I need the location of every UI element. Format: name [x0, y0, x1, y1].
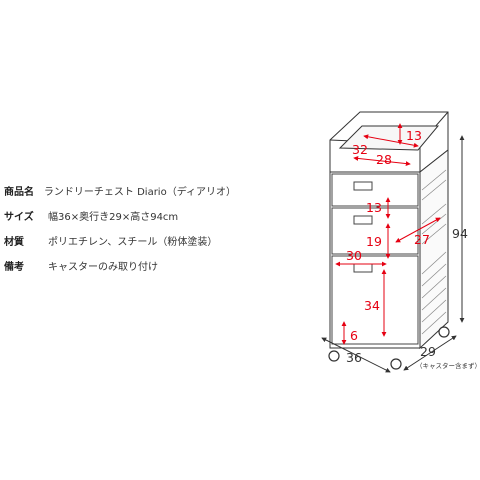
- spec-label: 備考: [4, 262, 24, 273]
- drawer1-height-label: 13: [366, 200, 382, 215]
- drawer-depth-label: 27: [414, 232, 430, 247]
- spec-row-notes: 備考 キャスターのみ取り付け: [4, 253, 236, 278]
- spec-row-product-name: 商品名 ランドリーチェスト Diario（ディアリオ）: [4, 178, 236, 203]
- spec-value: ランドリーチェスト Diario（ディアリオ）: [43, 187, 236, 198]
- spec-label: 材質: [4, 237, 24, 248]
- spec-value: キャスターのみ取り付け: [48, 262, 158, 273]
- caster-clearance-label: 6: [350, 328, 358, 343]
- chest-drawing: 32 28 13 13 19 27 30 34 6 94 36 29 （キャスタ…: [321, 111, 480, 373]
- drawer2-height-label: 19: [366, 234, 382, 249]
- tray-height-label: 13: [406, 128, 422, 143]
- total-depth-label: 29: [420, 344, 436, 359]
- depth-note-label: （キャスター含まず）: [416, 361, 480, 370]
- total-height-label: 94: [452, 226, 468, 241]
- spec-table: 商品名 ランドリーチェスト Diario（ディアリオ） サイズ 幅36×奥行き2…: [4, 178, 236, 278]
- drawer3-width-label: 30: [346, 248, 362, 263]
- spec-value: 幅36×奥行き29×高さ94cm: [48, 212, 179, 223]
- inner-top-depth-label: 28: [376, 152, 392, 167]
- spec-value: ポリエチレン、スチール（粉体塗装）: [48, 237, 218, 248]
- spec-row-size: サイズ 幅36×奥行き29×高さ94cm: [4, 203, 236, 228]
- black-dimension-lines: [321, 135, 465, 373]
- chest-dimension-figure: 32 28 13 13 19 27 30 34 6 94 36 29 （キャスタ…: [300, 100, 480, 380]
- spec-label: サイズ: [4, 212, 34, 223]
- chest-body: [329, 148, 449, 350]
- spec-row-material: 材質 ポリエチレン、スチール（粉体塗装）: [4, 228, 236, 253]
- inner-top-width-label: 32: [352, 142, 368, 157]
- drawer3-height-label: 34: [364, 298, 380, 313]
- drawer-1: [331, 173, 419, 207]
- total-width-label: 36: [346, 350, 362, 365]
- spec-label: 商品名: [4, 187, 34, 198]
